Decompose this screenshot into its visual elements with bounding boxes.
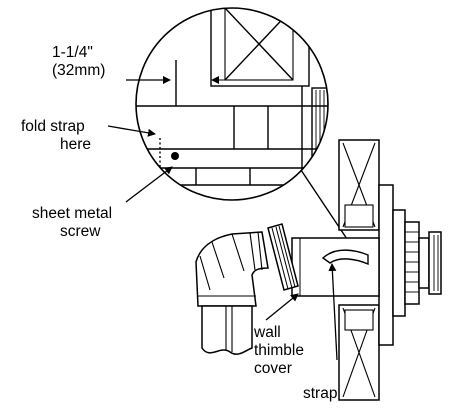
wall-thimble-cover <box>267 223 299 291</box>
screw-label-2: screw <box>60 223 101 240</box>
outer-plate <box>392 209 406 317</box>
dimension-label-mm: (32mm) <box>52 62 106 79</box>
upper-stud <box>210 8 310 87</box>
terminal-flange <box>428 231 442 295</box>
screw-leader <box>125 166 173 203</box>
thimble-label-3: cover <box>254 360 292 377</box>
fold-strap-label-2: here <box>60 136 92 153</box>
dimension-label-inches: 1-1/4" <box>52 44 93 61</box>
thimble-label-2: thimble <box>254 342 304 359</box>
screw-dot <box>171 152 179 160</box>
fold-leader <box>107 125 156 137</box>
detail-magnifier <box>135 7 329 201</box>
screw-label: sheet metal <box>32 205 113 222</box>
strap-leader <box>328 263 338 361</box>
terminal-cap <box>418 237 430 289</box>
strap-label: strap <box>303 385 338 402</box>
strap-band <box>321 249 369 266</box>
elbow-pipe <box>195 231 269 355</box>
vent-pipe <box>291 237 380 297</box>
wall-assembly <box>338 139 442 401</box>
detail-circle-outline <box>135 7 329 201</box>
thimble-label: wall <box>254 324 281 341</box>
thimble-leader <box>265 293 299 321</box>
fold-strap-label: fold strap <box>21 118 85 135</box>
wall-board <box>378 184 394 346</box>
